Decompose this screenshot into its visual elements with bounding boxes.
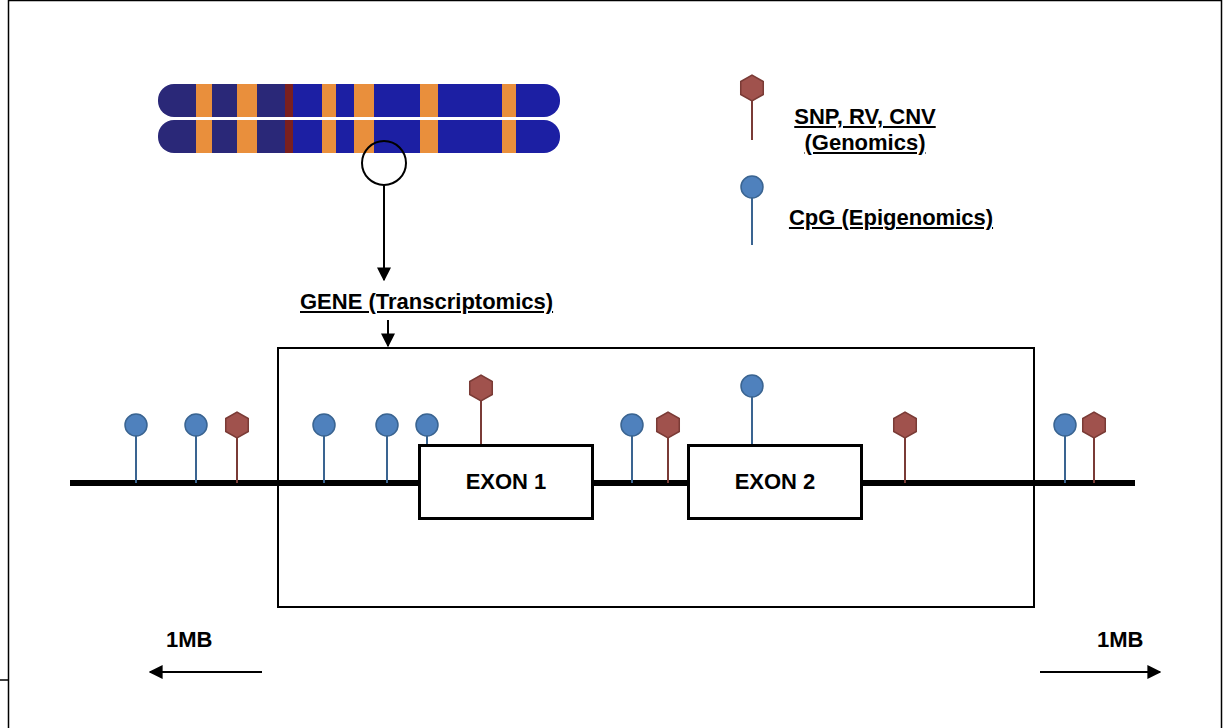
variant-pin <box>1083 412 1106 483</box>
chromosome-band <box>322 120 336 153</box>
pin-stem <box>323 435 325 483</box>
chromosome-band <box>237 120 257 153</box>
cpg-circle <box>125 414 147 436</box>
pin-stem <box>195 435 197 483</box>
chromosome-band <box>502 84 516 117</box>
frame <box>9 1 1222 728</box>
pin-stem <box>751 197 753 245</box>
pin-stem <box>751 98 753 140</box>
pin-stem <box>751 396 753 444</box>
exon-box: EXON 2 <box>687 444 863 520</box>
cpg-circle <box>185 414 207 436</box>
zoom-arrow <box>383 185 385 280</box>
pin-stem <box>386 435 388 483</box>
variant-hexagon <box>470 375 493 401</box>
centromere <box>285 84 293 117</box>
cpg-pin <box>621 414 643 483</box>
pin-stem <box>1064 435 1066 483</box>
variant-pin <box>226 412 249 483</box>
legend-text: SNP, RV, CNV (Genomics) <box>776 104 954 156</box>
chromosome-band <box>420 120 438 153</box>
cpg-pin <box>125 414 147 483</box>
gene-arrow <box>387 320 389 346</box>
chromosome-arm <box>290 84 560 117</box>
cpg-circle <box>1054 414 1076 436</box>
chromosome-arm <box>158 120 290 153</box>
chromatid-upper <box>158 84 560 117</box>
chromosome-arm <box>158 84 290 117</box>
chromosome-band <box>502 120 516 153</box>
pin-stem <box>135 435 137 483</box>
legend-symbols <box>741 75 764 245</box>
cpg-circle <box>621 414 643 436</box>
frame-tick <box>0 679 8 681</box>
exon-label: EXON 1 <box>466 469 547 495</box>
chromosome-band <box>420 84 438 117</box>
variant-hexagon <box>226 412 249 438</box>
cpg-circle <box>376 414 398 436</box>
chromosome-band <box>196 120 212 153</box>
cpg-pin <box>741 375 763 444</box>
range-arrow <box>1040 671 1160 673</box>
chromosome-band <box>354 120 374 153</box>
variant-pin <box>741 75 764 140</box>
gene-region-box: GENE (Transcriptomics)EXON 1EXON 2 <box>277 347 1035 608</box>
variant-hexagon <box>894 412 917 438</box>
chromosome-band <box>237 84 257 117</box>
cpg-pin <box>741 176 763 245</box>
exon-box: EXON 1 <box>418 444 594 520</box>
chromosome-band <box>354 84 374 117</box>
marker-pins <box>125 375 1105 483</box>
pin-stem <box>1093 435 1095 483</box>
cpg-pin <box>313 414 335 483</box>
gene-heading: GENE (Transcriptomics) <box>300 289 553 315</box>
cpg-circle <box>416 414 438 436</box>
cpg-circle <box>313 414 335 436</box>
chromosome-band <box>196 84 212 117</box>
cpg-pin <box>185 414 207 483</box>
pin-stem <box>904 435 906 483</box>
range-label: 1MB <box>166 627 212 653</box>
pin-stem <box>631 435 633 483</box>
legend-text: CpG (Epigenomics) <box>776 205 1006 231</box>
variant-pin <box>657 412 680 483</box>
variant-hexagon <box>1083 412 1106 438</box>
dna-strand <box>70 480 1135 486</box>
pin-stem <box>667 435 669 483</box>
variant-hexagon <box>741 75 764 101</box>
cpg-pin <box>1054 414 1076 483</box>
cpg-circle <box>741 375 763 397</box>
exon-label: EXON 2 <box>735 469 816 495</box>
chromosome-band <box>322 84 336 117</box>
zoom-circle <box>362 141 406 185</box>
variant-hexagon <box>657 412 680 438</box>
pin-stem <box>480 398 482 444</box>
variant-pin <box>894 412 917 483</box>
chromosome-arm <box>290 120 560 153</box>
cpg-circle <box>741 176 763 198</box>
range-arrow <box>150 671 262 673</box>
cpg-pin <box>376 414 398 483</box>
centromere <box>285 120 293 153</box>
variant-pin <box>470 375 493 444</box>
chromatid-lower <box>158 120 560 153</box>
range-label: 1MB <box>1097 627 1143 653</box>
pin-stem <box>236 435 238 483</box>
